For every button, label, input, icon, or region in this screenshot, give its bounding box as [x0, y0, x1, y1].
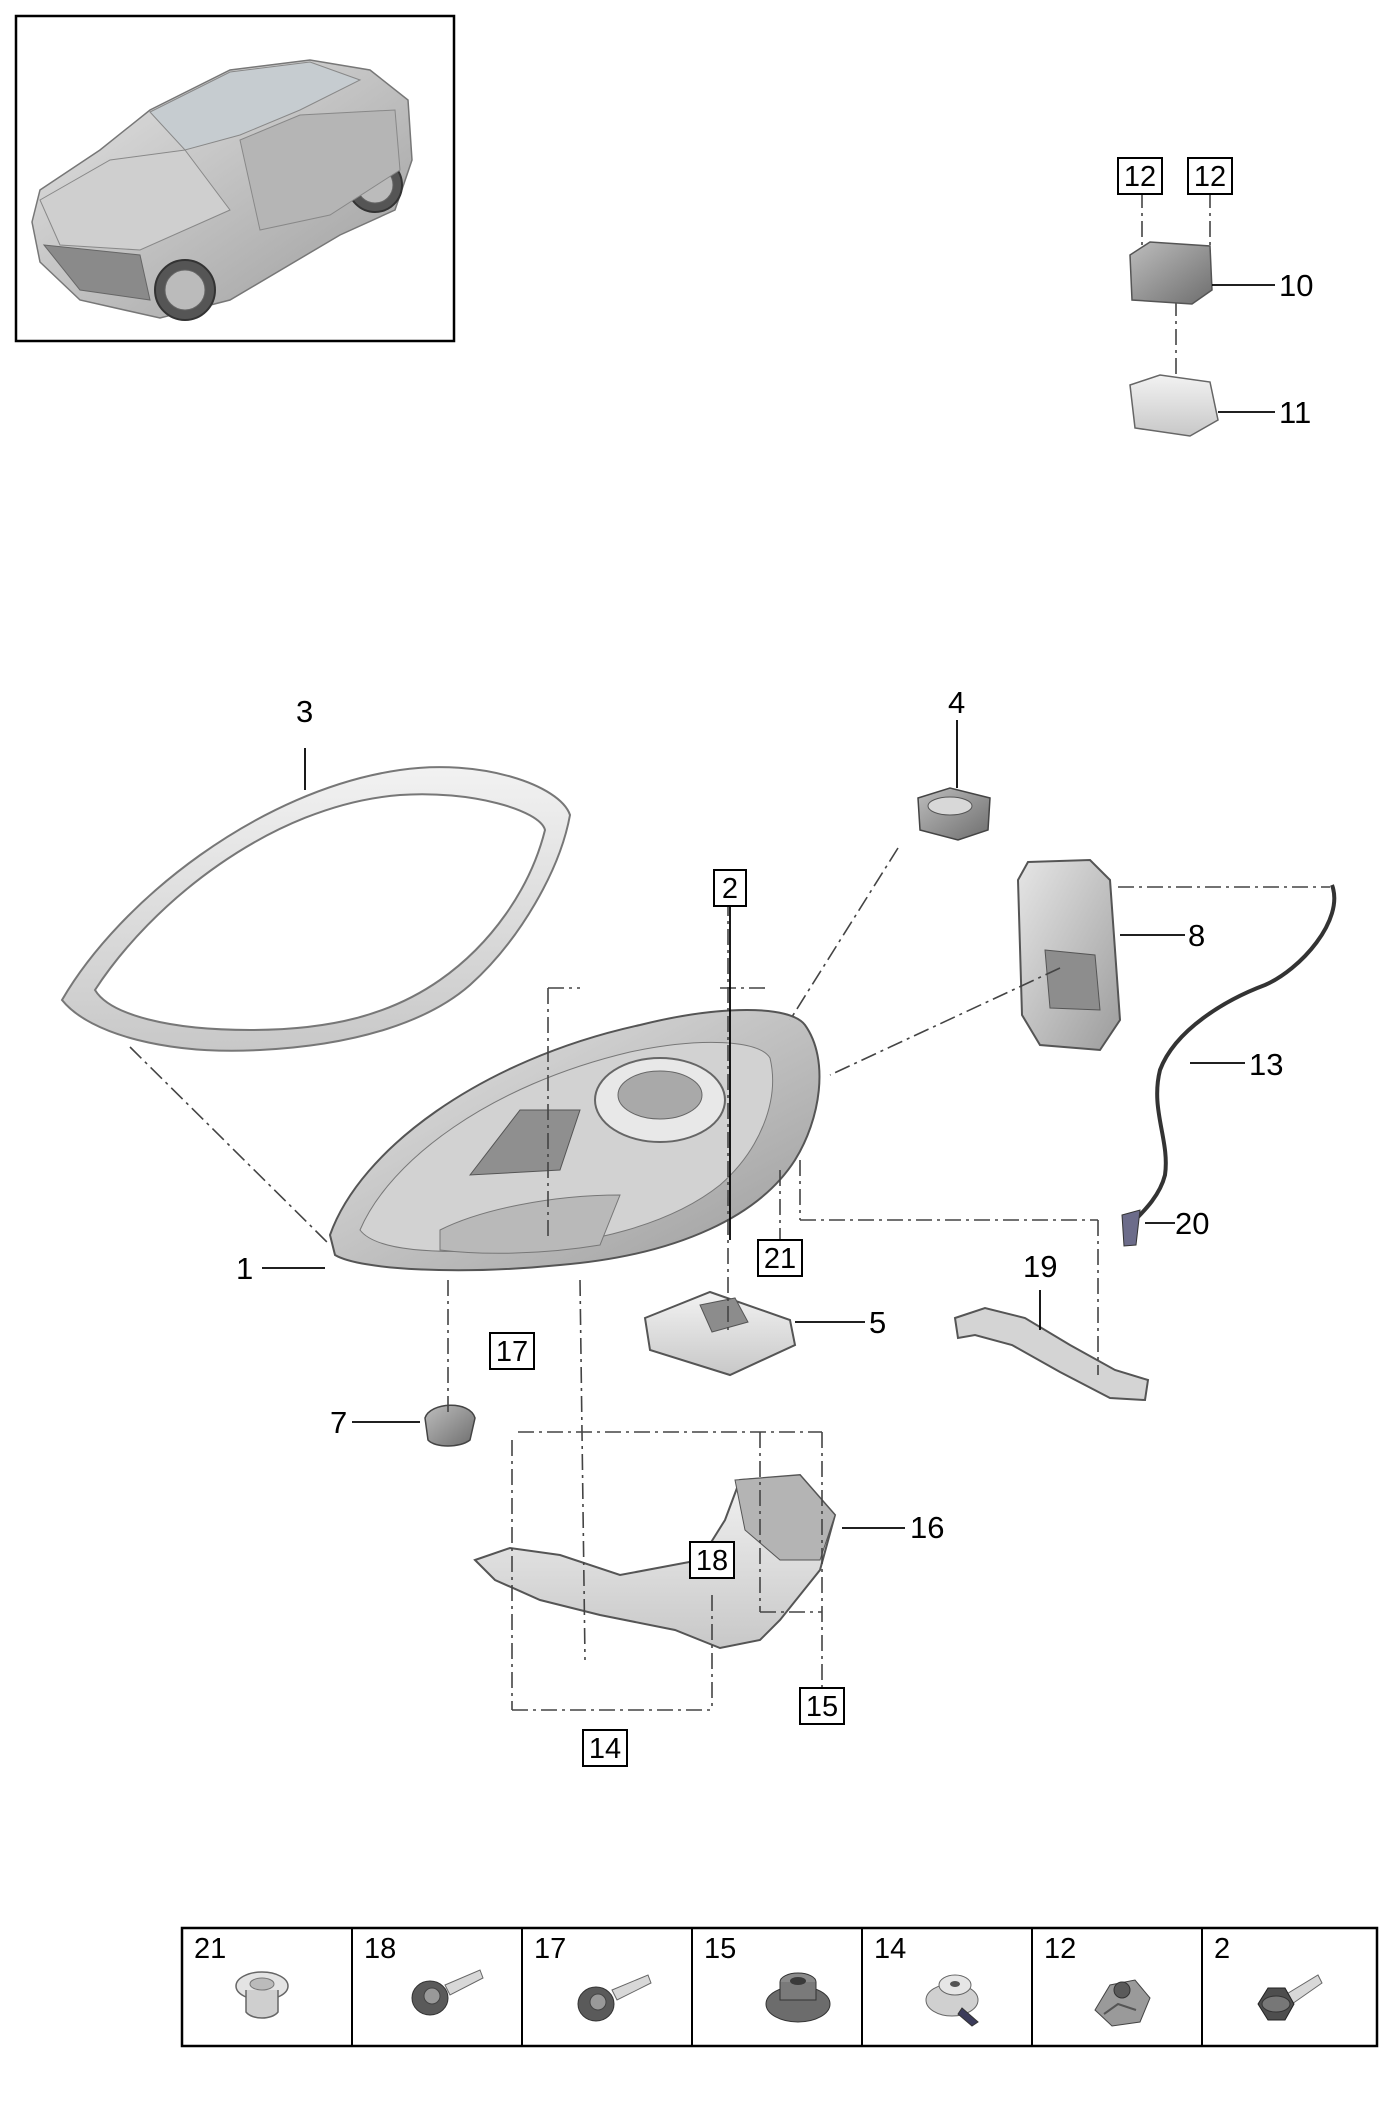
assembly-lines	[129, 847, 1330, 1711]
hex-flange-bolt-icon	[1257, 1974, 1323, 2021]
boxed-callout-15: 15	[799, 1687, 845, 1725]
bolt-with-washer-icon	[411, 1969, 484, 2016]
control-unit-part	[1129, 241, 1213, 305]
control-unit-group	[1129, 192, 1275, 437]
legend-cell-2: 2	[1214, 1933, 1323, 2021]
callout-3: 3	[296, 694, 313, 729]
leader-lines	[262, 720, 1245, 1529]
speed-nut-icon	[1094, 1979, 1151, 2027]
svg-text:18: 18	[364, 1933, 396, 1965]
callout-11: 11	[1279, 395, 1311, 430]
svg-text:21: 21	[764, 1243, 796, 1275]
callout-19: 19	[1023, 1249, 1057, 1284]
headlight-seal-part	[60, 766, 572, 1052]
boxed-callout-18: 18	[689, 1541, 735, 1579]
boxed-callout-12a: 12	[1117, 157, 1163, 195]
svg-text:17: 17	[534, 1933, 566, 1965]
vehicle-illustration	[31, 59, 413, 321]
callout-16: 16	[910, 1510, 944, 1545]
callout-8: 8	[1188, 918, 1205, 953]
boxed-callout-14: 14	[582, 1729, 628, 1767]
bolt-with-washer-icon	[577, 1974, 652, 2022]
fan-part	[917, 787, 991, 841]
fastener-legend: 21 18 17 15	[180, 1926, 1379, 2048]
callout-7: 7	[330, 1405, 347, 1440]
svg-text:15: 15	[806, 1691, 838, 1723]
legend-cell-21: 21	[194, 1933, 289, 2019]
headlight-assembly	[328, 1009, 821, 1272]
svg-text:18: 18	[696, 1545, 728, 1577]
svg-text:12: 12	[1044, 1933, 1076, 1965]
svg-text:17: 17	[496, 1336, 528, 1368]
boxed-callout-2: 2	[713, 869, 747, 907]
boxed-callout-17: 17	[489, 1332, 535, 1370]
cap-plug-icon	[235, 1971, 289, 2019]
cap-part	[424, 1404, 476, 1447]
legend-cell-14: 14	[874, 1933, 979, 2027]
boxed-callouts: 12 12 2 21 17 18 15 14	[489, 157, 1233, 1767]
rear-cover-detail	[1044, 949, 1101, 1011]
svg-text:2: 2	[722, 873, 738, 905]
callout-20: 20	[1175, 1206, 1209, 1241]
svg-text:15: 15	[704, 1933, 736, 1965]
boxed-callout-12b: 12	[1187, 157, 1233, 195]
svg-text:12: 12	[1124, 161, 1156, 193]
legend-cell-17: 17	[534, 1933, 652, 2022]
legend-cell-18: 18	[364, 1933, 484, 2016]
control-unit-bracket-part	[1129, 374, 1219, 437]
rubber-grommet-icon	[765, 1972, 831, 2023]
legend-cell-12: 12	[1044, 1933, 1151, 2027]
legend-cell-15: 15	[704, 1933, 831, 2023]
clip-nut-icon	[925, 1974, 979, 2027]
control-module-part	[643, 1290, 797, 1377]
svg-text:12: 12	[1194, 161, 1226, 193]
connector-part	[1121, 1209, 1141, 1247]
vehicle-overview	[14, 14, 456, 343]
callout-4: 4	[948, 685, 965, 720]
bracket-part	[953, 1306, 1150, 1402]
svg-text:21: 21	[194, 1933, 226, 1965]
svg-text:14: 14	[589, 1733, 621, 1765]
callout-1: 1	[236, 1251, 253, 1286]
callouts: 10 11 3 4 8 13 20 19 1 5 7 16	[236, 268, 1313, 1545]
svg-text:14: 14	[874, 1933, 906, 1965]
callout-10: 10	[1279, 268, 1313, 303]
wiring-harness-part	[1133, 884, 1337, 1222]
callout-5: 5	[869, 1305, 886, 1340]
svg-text:2: 2	[1214, 1933, 1230, 1965]
callout-13: 13	[1249, 1047, 1283, 1082]
boxed-callout-21: 21	[757, 1239, 803, 1277]
